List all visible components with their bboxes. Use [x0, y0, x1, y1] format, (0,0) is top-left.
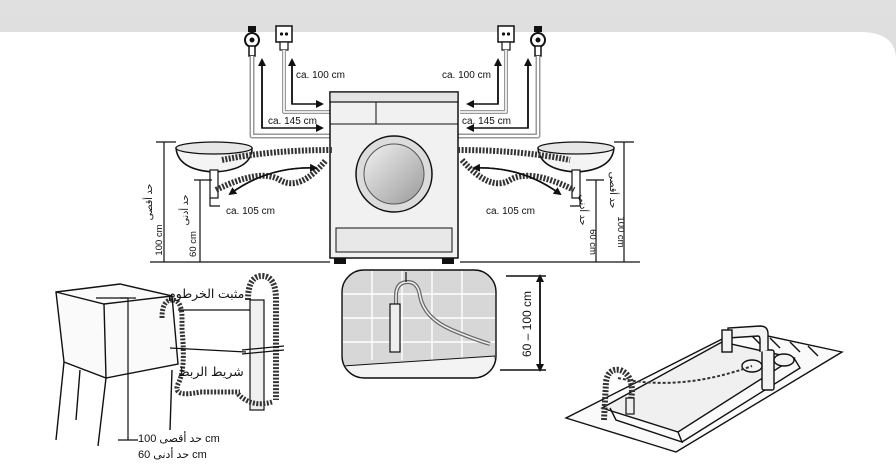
label-right-60cm: 60 cm — [587, 229, 598, 255]
label-right-max: حد أقصى — [607, 172, 620, 209]
standpipe — [236, 272, 279, 411]
label-left-105: ca. 105 cm — [226, 206, 275, 217]
height-dims-left — [150, 141, 330, 263]
sink-hose — [601, 366, 636, 421]
label-right-100: ca. 100 cm — [442, 70, 491, 81]
label-right-min: حد أدنى — [577, 195, 590, 226]
label-left-max: حد أقصى — [142, 183, 155, 220]
label-left-min: حد أدنى — [178, 194, 191, 225]
door-glass — [363, 143, 425, 205]
label-left-100: ca. 100 cm — [296, 70, 345, 81]
drain-hoses-top — [214, 147, 576, 193]
power-socket-icon — [275, 25, 293, 51]
label-right-145: ca. 145 cm — [462, 116, 511, 127]
label-right-100cm: 100 cm — [615, 216, 626, 247]
label-max-bottom: حد أقصى 100 cm — [138, 431, 220, 445]
dims-tub — [96, 297, 250, 441]
washing-machine — [329, 91, 459, 264]
tub-drain-hose — [159, 297, 240, 397]
power-socket-icon — [497, 25, 515, 51]
curve-arrows — [228, 163, 562, 196]
label-hose-holder: مثبت الخرطوم — [168, 287, 244, 302]
label-left-100cm: 100 cm — [154, 224, 165, 255]
tap-icon — [530, 26, 546, 57]
label-right-105: ca. 105 cm — [486, 206, 535, 217]
label-left-60cm: 60 cm — [188, 231, 199, 257]
range-arrow — [500, 274, 546, 372]
sink-right — [537, 141, 615, 207]
height-dims-right — [460, 141, 640, 263]
tie-strap — [241, 345, 285, 355]
dimension-arrows-top — [258, 58, 532, 132]
connection-lines — [249, 50, 541, 139]
label-tie-strap: شريط الربط — [178, 365, 244, 380]
faucet — [721, 325, 795, 391]
label-min-bottom: حد أدنى 60 cm — [138, 447, 207, 461]
wall-closeup — [341, 269, 497, 379]
label-range: 60 – 100 cm — [520, 291, 534, 357]
laundry-tub — [55, 283, 179, 447]
label-left-145: ca. 145 cm — [268, 116, 317, 127]
